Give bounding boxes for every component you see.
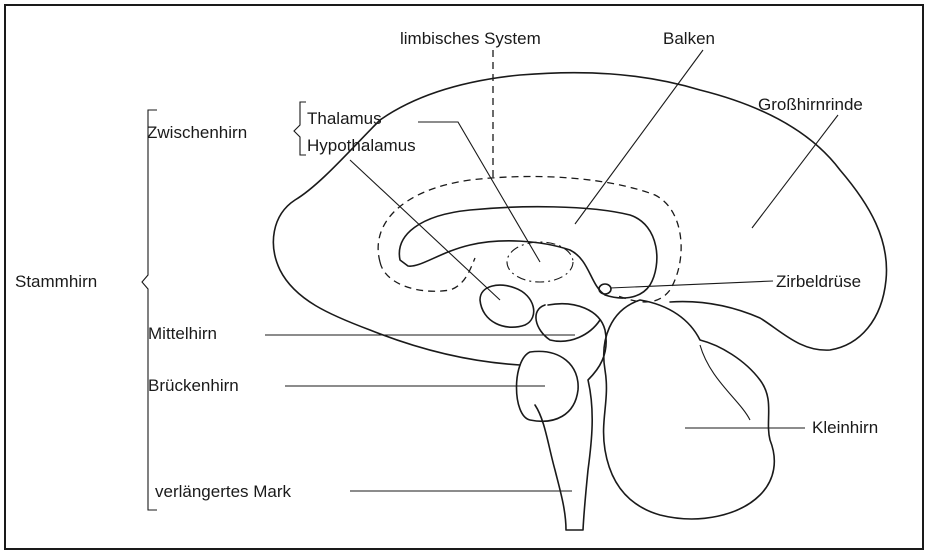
label-zwischenhirn: Zwischenhirn [147, 123, 247, 142]
label-kleinhirn: Kleinhirn [812, 418, 878, 437]
leader-balken [575, 50, 703, 224]
leader-zirbeldruese [610, 281, 773, 288]
label-thalamus: Thalamus [307, 109, 382, 128]
cerebellum-outline [604, 300, 775, 519]
label-stammhirn: Stammhirn [15, 272, 97, 291]
cerebellum-fold [700, 345, 750, 420]
label-zirbeldruese: Zirbeldrüse [776, 272, 861, 291]
hypothalamus-shape [480, 285, 534, 327]
stammhirn-bracket [142, 110, 157, 510]
limbic-system-outline [378, 176, 681, 301]
label-balken: Balken [663, 29, 715, 48]
label-hypothalamus: Hypothalamus [307, 136, 416, 155]
label-limbisches-system: limbisches System [400, 29, 541, 48]
label-grosshirnrinde: Großhirnrinde [758, 95, 863, 114]
label-brueckenhirn: Brückenhirn [148, 376, 239, 395]
label-mittelhirn: Mittelhirn [148, 324, 217, 343]
zwischenhirn-bracket [294, 102, 306, 155]
corpus-callosum [399, 207, 656, 298]
pineal-gland [599, 284, 611, 294]
leader-grosshirnrinde [752, 115, 838, 228]
leader-hypothalamus [350, 160, 500, 300]
label-verlaengertes-mark: verlängertes Mark [155, 482, 292, 501]
